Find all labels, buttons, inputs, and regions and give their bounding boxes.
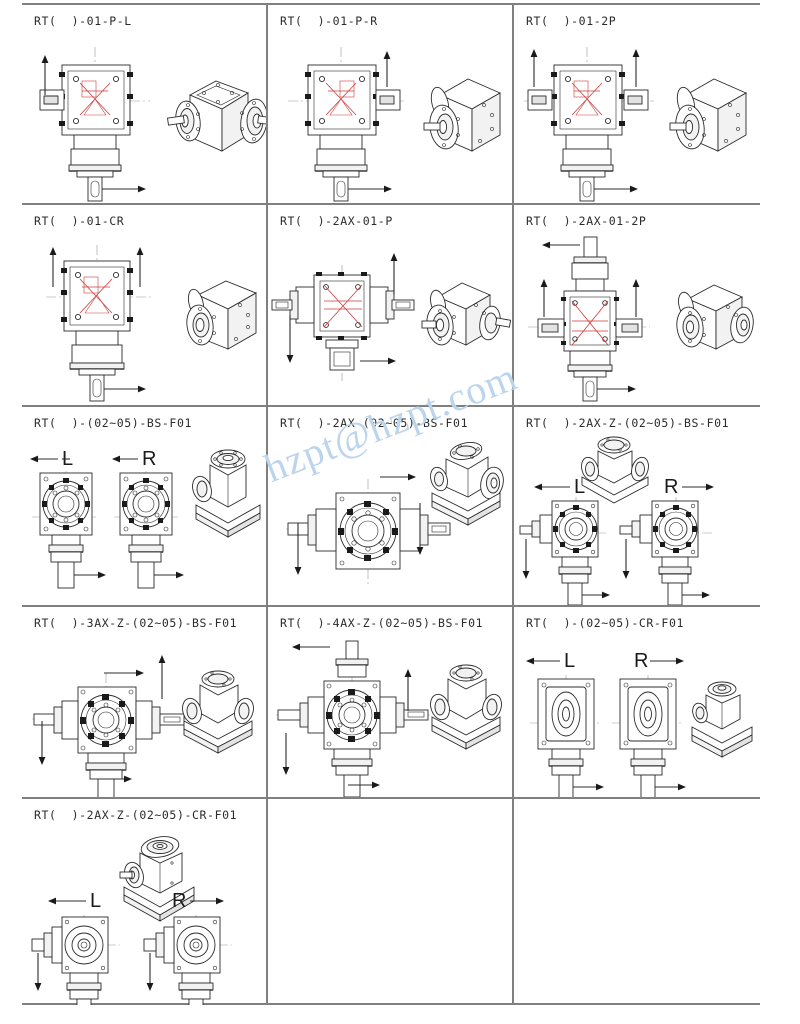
catalog-cell[interactable]: RT( )-2AX-01-P [268,205,514,405]
catalog-row: RT( )-01-P-L [22,5,760,205]
catalog-cell[interactable]: RT( )-01-CR [22,205,268,405]
catalog-sheet: RT( )-01-P-L [22,3,760,1005]
catalog-cell[interactable]: RT( )-2AX-(02~05)-BS-F01 [268,407,514,605]
direction-label-R: R [172,890,186,912]
model-drawing-two-axis-2p [514,231,760,405]
catalog-cell[interactable]: RT( )-(02~05)-CR-F01 L [514,607,760,797]
catalog-row: RT( )-(02~05)-BS-F01 L [22,407,760,607]
catalog-cell-empty [514,799,760,1005]
model-drawing-bs-4ax-z [268,633,512,797]
catalog-row: RT( )-3AX-Z-(02~05)-BS-F01 [22,607,760,799]
model-drawing-dual-out [514,31,760,203]
direction-label-L: L [574,476,585,498]
catalog-cell[interactable]: RT( )-01-P-L [22,5,268,203]
model-label: RT( )-2AX-01-2P [526,214,647,228]
model-drawing-two-axis [268,231,512,405]
direction-label-R: R [142,448,156,470]
model-label: RT( )-01-CR [34,214,125,228]
catalog-cell[interactable]: RT( )-(02~05)-BS-F01 L [22,407,268,605]
model-drawing-bs-2ax [268,433,512,605]
catalog-cell[interactable]: RT( )-01-P-R [268,5,514,203]
catalog-cell[interactable]: RT( )-2AX-Z-(02~05)-BS-F01 [514,407,760,605]
model-label: RT( )-01-2P [526,14,617,28]
catalog-row: RT( )-2AX-Z-(02~05)-CR-F01 [22,799,760,1005]
model-label: RT( )-01-P-L [34,14,132,28]
model-label: RT( )-3AX-Z-(02~05)-BS-F01 [34,616,238,630]
direction-label-R: R [664,476,678,498]
direction-label-R: R [634,650,648,672]
model-drawing-cr-f01-2ax-z: L [22,825,266,1005]
model-label: RT( )-(02~05)-CR-F01 [526,616,684,630]
catalog-row: RT( )-01-CR [22,205,760,407]
model-drawing-cr-single [22,231,266,405]
direction-label-L: L [90,890,101,912]
model-drawing-bs-3ax-z [22,633,266,797]
model-label: RT( )-2AX-01-P [280,214,393,228]
model-label: RT( )-2AX-Z-(02~05)-BS-F01 [526,416,730,430]
catalog-cell[interactable]: RT( )-01-2P [514,5,760,203]
model-label: RT( )-2AX-(02~05)-BS-F01 [280,416,469,430]
model-label: RT( )-2AX-Z-(02~05)-CR-F01 [34,808,238,822]
catalog-cell[interactable]: RT( )-2AX-Z-(02~05)-CR-F01 [22,799,268,1005]
model-drawing-bs-flange-pair: L [22,433,266,605]
model-drawing-cr-f01-pair: L [514,633,760,797]
direction-label-L: L [564,650,575,672]
model-label: RT( )-(02~05)-BS-F01 [34,416,192,430]
model-label: RT( )-4AX-Z-(02~05)-BS-F01 [280,616,484,630]
catalog-cell[interactable]: RT( )-3AX-Z-(02~05)-BS-F01 [22,607,268,797]
catalog-cell[interactable]: RT( )-2AX-01-2P [514,205,760,405]
model-drawing-single-out-right [268,31,512,203]
model-label: RT( )-01-P-R [280,14,378,28]
catalog-cell-empty [268,799,514,1005]
catalog-cell[interactable]: RT( )-4AX-Z-(02~05)-BS-F01 [268,607,514,797]
model-drawing-single-out-left [22,31,266,203]
model-drawing-bs-2ax-z: L [514,433,760,605]
